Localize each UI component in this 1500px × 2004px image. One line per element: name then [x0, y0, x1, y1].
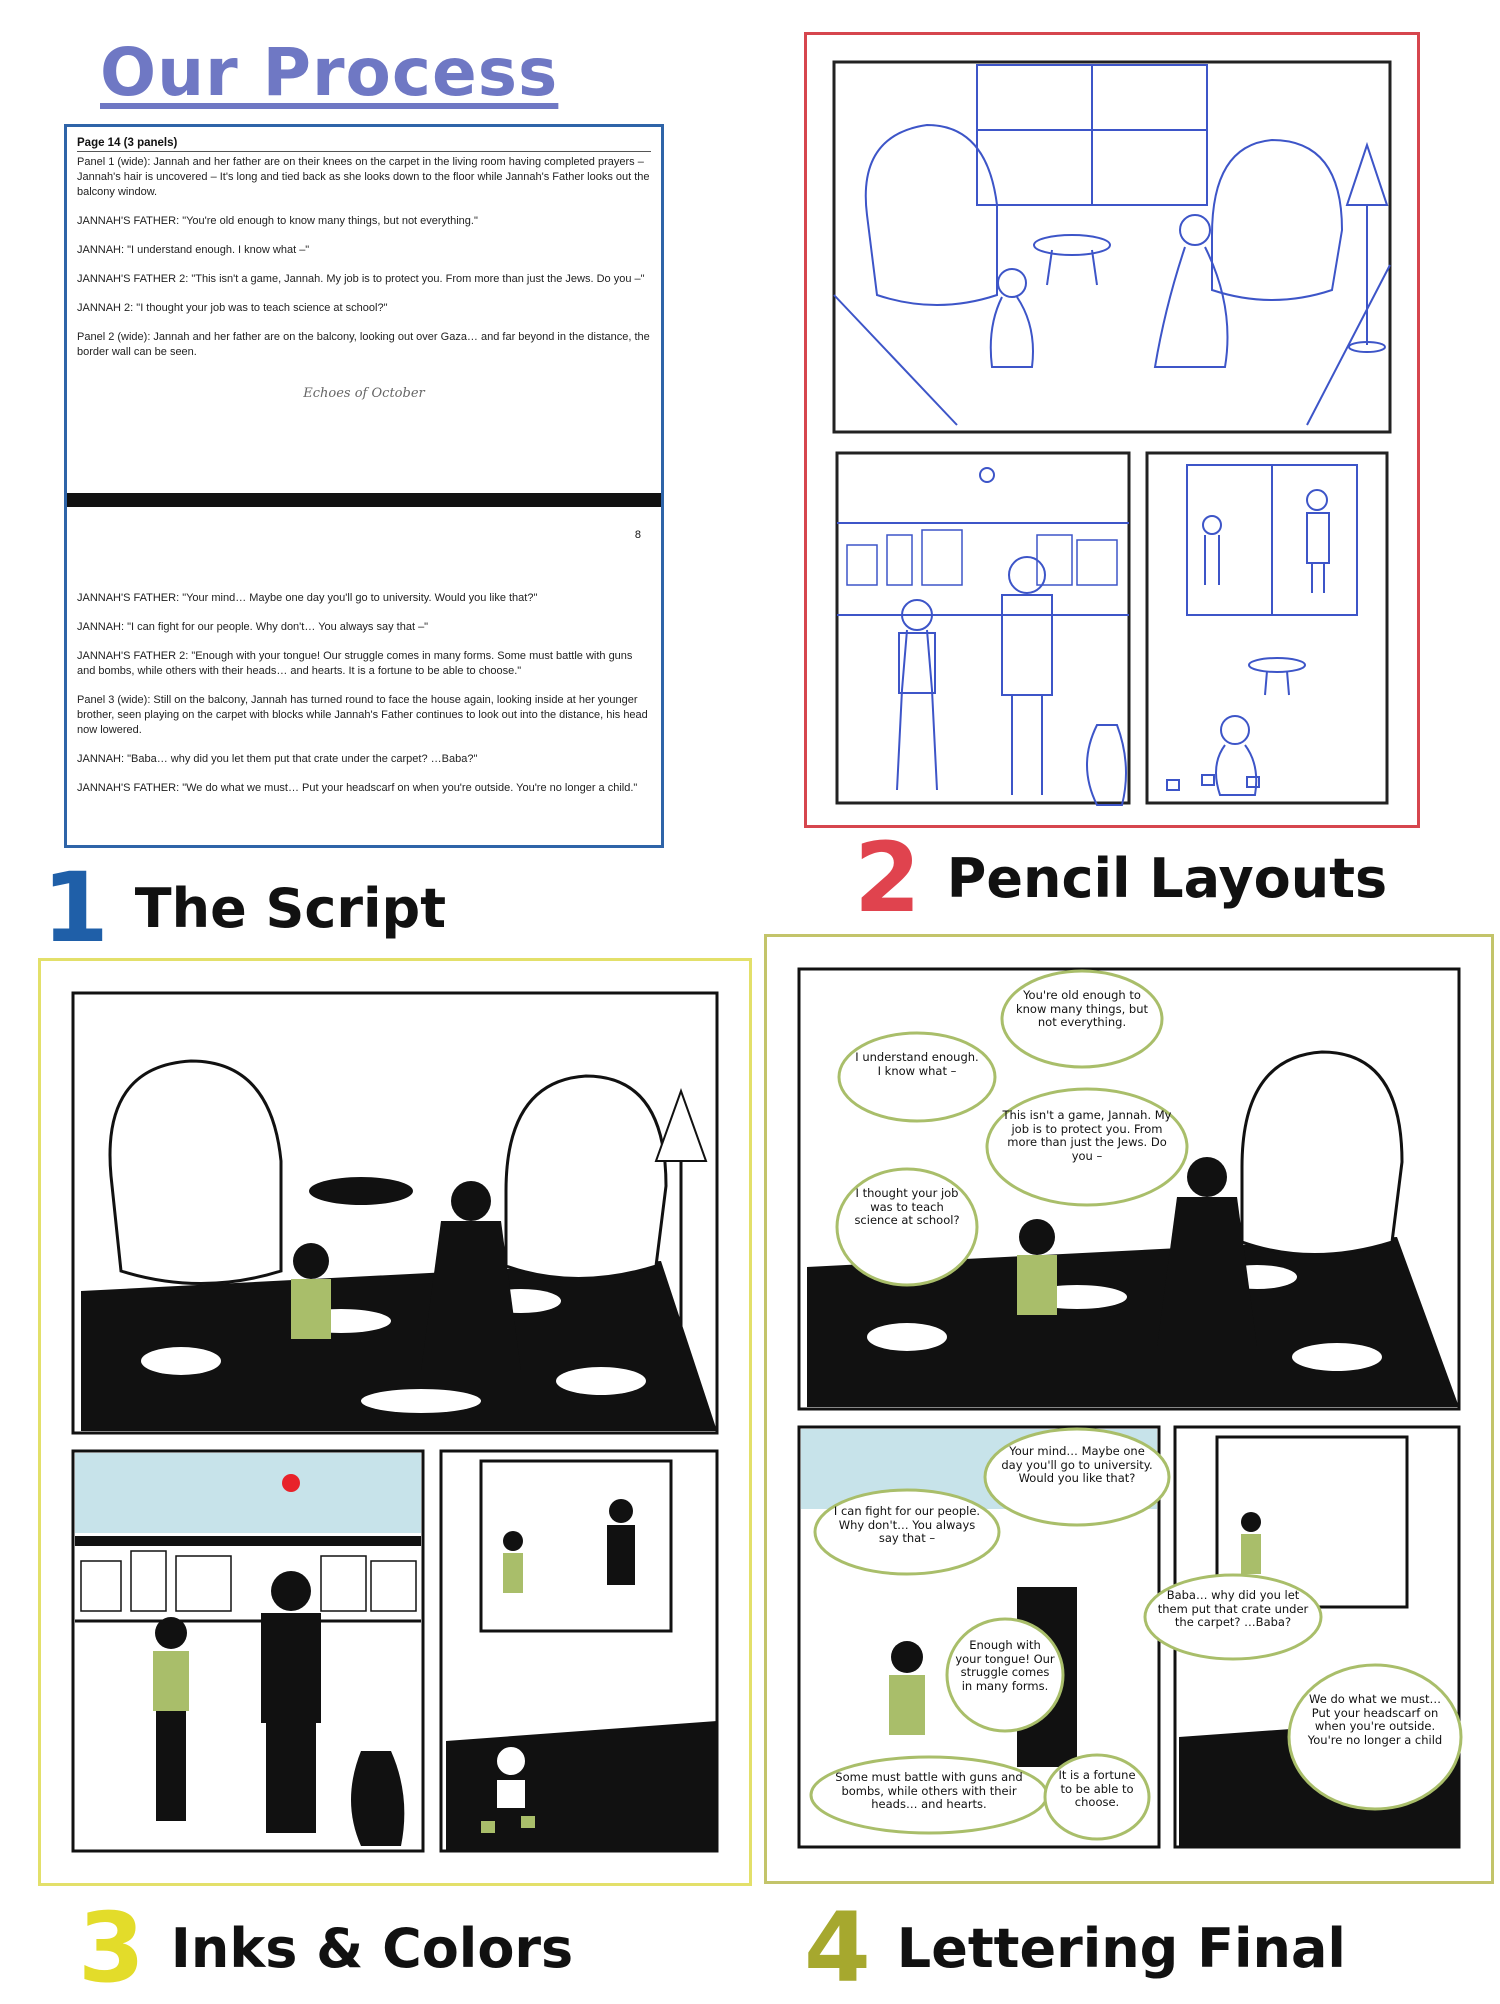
- script-paragraph: JANNAH'S FATHER: "We do what we must… Pu…: [77, 782, 638, 794]
- inks-colors-frame: [38, 958, 752, 1886]
- speech-balloon: You're old enough to know many things, b…: [1015, 988, 1149, 1029]
- lettered-art: [797, 967, 1463, 1849]
- script-page-number: 8: [634, 529, 641, 541]
- step-title: Inks & Colors: [170, 1916, 574, 1980]
- speech-balloon: Enough with your tongue! Our struggle co…: [955, 1638, 1055, 1693]
- pencil-layout-art: [832, 60, 1392, 806]
- speech-balloon: I understand enough. I know what –: [855, 1050, 979, 1078]
- balloon-texts: You're old enough to know many things, b…: [767, 937, 1491, 1881]
- speech-balloon: We do what we must… Put your headscarf o…: [1307, 1692, 1443, 1747]
- speech-balloon: It is a fortune to be able to choose.: [1058, 1768, 1136, 1809]
- page-title: Our Process: [100, 34, 559, 111]
- speech-balloon: This isn't a game, Jannah. My job is to …: [1002, 1108, 1172, 1163]
- script-paragraph: JANNAH 2: "I thought your job was to tea…: [77, 302, 388, 314]
- speech-balloon: Some must battle with guns and bombs, wh…: [835, 1770, 1023, 1811]
- script-paragraph: Panel 1 (wide): Jannah and her father ar…: [77, 156, 650, 198]
- step-number: 3: [78, 1892, 145, 2004]
- step-2-label: 2 Pencil Layouts: [854, 830, 1387, 926]
- script-page-bottom: 8 JANNAH'S FATHER: "Your mind… Maybe one…: [77, 519, 651, 839]
- speech-balloon: Baba… why did you let them put that crat…: [1157, 1588, 1309, 1629]
- script-paragraph: Panel 3 (wide): Still on the balcony, Ja…: [77, 694, 648, 736]
- speech-balloon: Your mind… Maybe one day you'll go to un…: [1001, 1444, 1153, 1485]
- speech-balloon: I thought your job was to teach science …: [854, 1186, 960, 1227]
- pencil-layouts-frame: [804, 32, 1420, 828]
- speech-balloon: I can fight for our people. Why don't… Y…: [833, 1504, 981, 1545]
- script-paragraph: JANNAH'S FATHER: "You're old enough to k…: [77, 215, 478, 227]
- script-paragraph: JANNAH'S FATHER 2: "Enough with your ton…: [77, 650, 633, 677]
- script-paragraph: Panel 2 (wide): Jannah and her father ar…: [77, 331, 650, 358]
- lettering-final-frame: You're old enough to know many things, b…: [764, 934, 1494, 1884]
- script-paragraph: JANNAH'S FATHER: "Your mind… Maybe one d…: [77, 592, 538, 604]
- script-page-heading: Page 14 (3 panels): [77, 137, 651, 152]
- step-number: 1: [42, 852, 109, 964]
- step-3-label: 3 Inks & Colors: [78, 1900, 573, 1996]
- script-document: Page 14 (3 panels) Panel 1 (wide): Janna…: [64, 124, 664, 848]
- script-paragraph: JANNAH'S FATHER 2: "This isn't a game, J…: [77, 273, 645, 285]
- step-number: 2: [854, 822, 921, 934]
- inked-art: [71, 991, 719, 1853]
- step-number: 4: [804, 1892, 871, 2004]
- step-title: The Script: [134, 876, 447, 940]
- script-signature: Echoes of October: [303, 386, 425, 401]
- step-title: Pencil Layouts: [946, 846, 1388, 910]
- script-paragraph: JANNAH: "I can fight for our people. Why…: [77, 621, 429, 633]
- script-paragraph: JANNAH: "I understand enough. I know wha…: [77, 244, 310, 256]
- script-page-top: Page 14 (3 panels) Panel 1 (wide): Janna…: [77, 137, 651, 493]
- step-4-label: 4 Lettering Final: [804, 1900, 1346, 1996]
- step-title: Lettering Final: [896, 1916, 1346, 1980]
- page-divider: [67, 493, 661, 507]
- step-1-label: 1 The Script: [42, 860, 446, 956]
- script-paragraph: JANNAH: "Baba… why did you let them put …: [77, 753, 478, 765]
